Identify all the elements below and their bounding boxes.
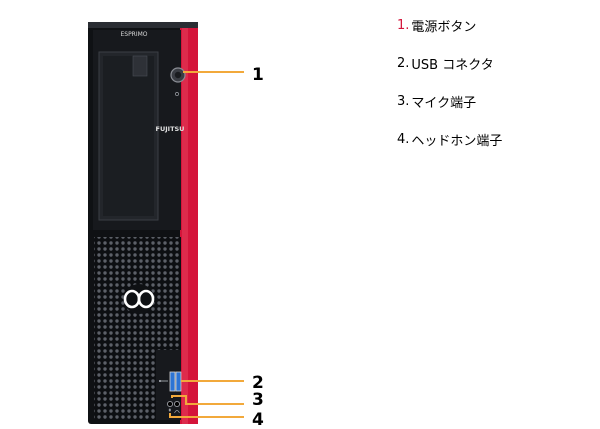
headphone-icon [174,410,180,414]
usb-port-1[interactable] [169,371,176,392]
callout-line-4 [169,413,244,418]
legend-label: USB コネクタ [411,57,494,73]
microphone-icon [168,408,171,412]
microphone-jack[interactable] [166,400,174,408]
callout-line-3 [171,395,244,405]
callout-number-4: 4 [252,410,264,429]
power-button[interactable] [170,67,186,83]
legend-number: 3. [397,93,410,109]
callout-lines [169,71,244,418]
usb-icon [159,380,168,382]
callout-number-1: 1 [252,65,264,85]
fujitsu-infinity-logo-icon [123,284,155,314]
legend-label: ヘッドホン端子 [411,133,503,149]
legend-item-power-button: 1. 電源ボタン [397,14,502,36]
callout-number-3: 3 [252,390,264,410]
callout-number-2: 2 [252,373,264,393]
legend-number: 4. [397,131,410,147]
legend-list: 1. 電源ボタン 2. USB コネクタ 3. マイク端子 4. ヘッドホン端子 [397,14,502,166]
power-icon [175,92,179,96]
ventilation-grille-lower [94,350,156,420]
legend-number: 1. [397,17,410,33]
legend-label: マイク端子 [411,95,477,111]
legend-number: 2. [397,55,410,71]
brand-label: FUJITSU [156,125,185,133]
model-label: ESPRIMO [120,31,147,38]
legend-item-headphone-jack: 4. ヘッドホン端子 [397,128,502,150]
headphone-jack[interactable] [173,400,181,408]
optical-drive-bay [98,51,159,221]
usb-port-2[interactable] [175,371,182,392]
legend-item-microphone-jack: 3. マイク端子 [397,90,502,112]
legend-item-usb-connector: 2. USB コネクタ [397,52,502,74]
legend-label: 電源ボタン [411,19,477,35]
